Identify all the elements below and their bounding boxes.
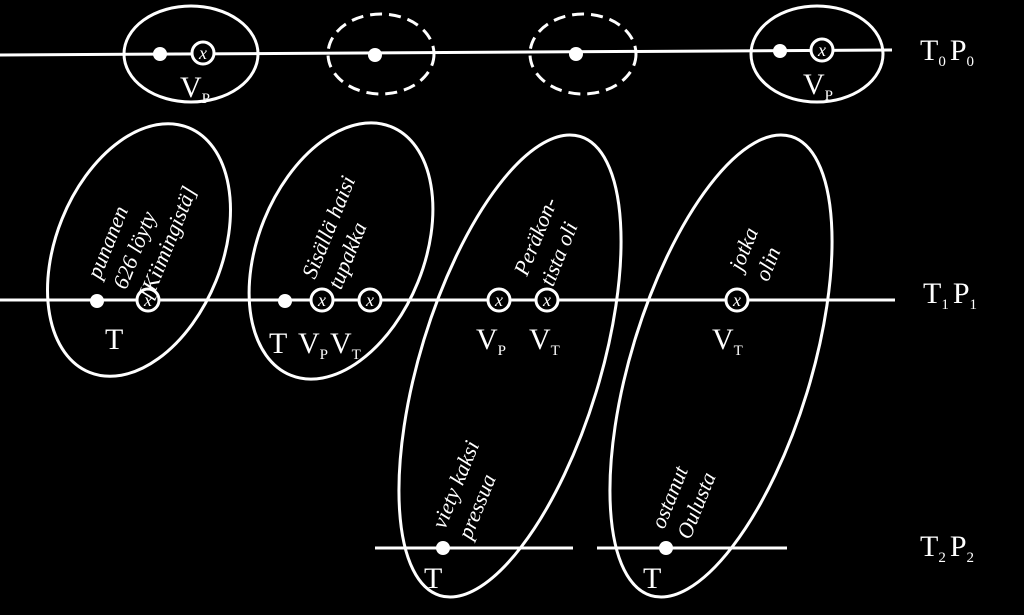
t-label: T [424, 562, 442, 595]
group3b-phrase: viety kaksi pressua [426, 437, 500, 544]
t-label: T [643, 562, 661, 595]
x-glyph: x [494, 290, 503, 310]
level0-ellipse-1 [122, 4, 260, 104]
x-marker-l0-1 [190, 40, 216, 66]
level0-line [0, 48, 893, 57]
vp-label: VP [803, 68, 833, 104]
vt-label: VT [330, 327, 361, 363]
group3-ellipse [397, 133, 623, 599]
x-glyph: x [143, 290, 152, 310]
level0-ellipse-3-dashed [528, 12, 638, 96]
group4-ellipse [608, 133, 834, 599]
group2-phrase: Sisällä haisi tupakka [296, 172, 371, 292]
group4b-phrase: ostanut Oulusta [645, 462, 720, 543]
level0-ellipse-4 [749, 4, 885, 104]
x-marker-g3-b [534, 287, 560, 313]
x-marker-g2-b [357, 287, 383, 313]
dot-l0-1 [153, 47, 167, 61]
level0-ellipse-2-dashed [326, 12, 436, 96]
x-glyph: x [317, 290, 326, 310]
vp-label: VP [180, 71, 210, 107]
vp-label: VP [476, 323, 506, 359]
x-glyph: x [732, 290, 741, 310]
group3-phrase: Peräkon- tista oli [508, 194, 582, 290]
dot-l0-2 [368, 48, 382, 62]
dot-l2-right [659, 541, 673, 555]
group1-phrase: punanen 626 löyty [Kiimingistä] [81, 182, 202, 302]
vt-label: VT [529, 323, 560, 359]
dot-g1 [90, 294, 104, 308]
dot-l2-left [436, 541, 450, 555]
x-glyph: x [365, 290, 374, 310]
dot-l0-4 [773, 44, 787, 58]
dot-g2 [278, 294, 292, 308]
x-glyph: x [198, 43, 207, 63]
group1-ellipse [46, 122, 232, 378]
vt-label: VT [712, 323, 743, 359]
x-glyph: x [817, 40, 826, 60]
vp-label: VP [298, 327, 328, 363]
t-label: T [105, 323, 123, 356]
t-label: T [269, 327, 287, 360]
x-marker-l0-2 [809, 37, 835, 63]
dot-l0-3 [569, 47, 583, 61]
x-marker-g3-a [486, 287, 512, 313]
x-marker-g4 [724, 287, 750, 313]
x-marker-g2-a [309, 287, 335, 313]
x-glyph: x [542, 290, 551, 310]
group2-ellipse [247, 121, 435, 381]
x-marker-g1 [135, 287, 161, 313]
group4-phrase: jotka olin [722, 224, 785, 285]
